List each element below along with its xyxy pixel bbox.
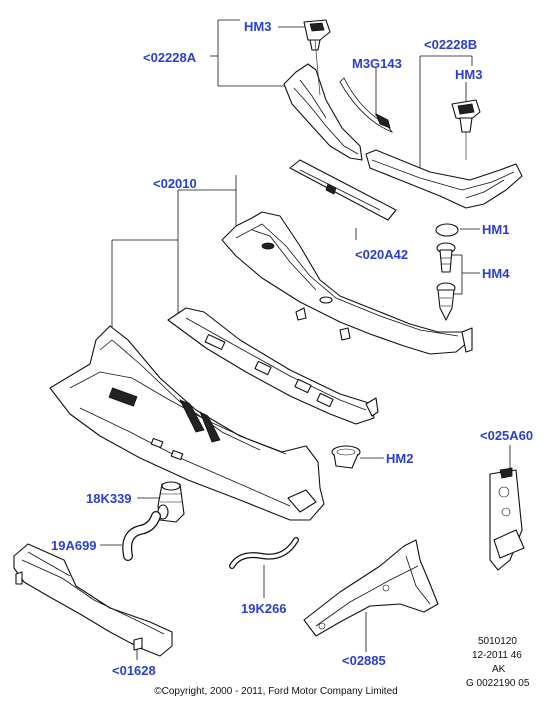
label-025a60[interactable]: <025A60	[480, 428, 534, 443]
reference-code-2: 12-2011 46	[472, 650, 522, 661]
lower-panel-02885	[303, 539, 439, 637]
seal-m3g143	[339, 77, 394, 133]
label-020a42[interactable]: <020A42	[355, 247, 409, 262]
hose-19a699	[122, 511, 161, 561]
plug-hm2	[331, 445, 361, 469]
label-18k339[interactable]: 18K339	[86, 491, 132, 506]
label-02228a[interactable]: <02228A	[143, 50, 197, 65]
label-02228b[interactable]: <02228B	[424, 37, 478, 52]
seal-strip-020a42	[289, 159, 397, 221]
label-19k266[interactable]: 19K266	[241, 601, 287, 616]
label-hm1[interactable]: HM1	[482, 222, 510, 237]
label-hm2[interactable]: HM2	[386, 451, 414, 466]
reference-code-3: AK	[492, 664, 506, 675]
hose-19k266	[229, 537, 299, 569]
label-19a699[interactable]: 19A699	[51, 538, 97, 553]
bracket-025a60	[489, 467, 525, 571]
cowl-panel-right	[365, 149, 523, 209]
label-m3g143[interactable]: M3G143	[352, 56, 402, 71]
label-hm3-top[interactable]: HM3	[244, 19, 272, 34]
label-02010[interactable]: <02010	[153, 176, 197, 191]
label-hm4[interactable]: HM4	[482, 266, 510, 281]
clip-hm3-top	[303, 19, 331, 51]
lower-rail-01628	[13, 543, 173, 657]
clip-hm3-right	[451, 99, 481, 160]
reference-code-4: G 0022190 05	[466, 678, 530, 689]
reference-code-1: 5010120	[478, 636, 517, 647]
hose-fitting-18k339	[157, 481, 185, 523]
leader-lines	[100, 19, 511, 660]
fastener-hm4	[436, 242, 456, 321]
label-hm3-right[interactable]: HM3	[455, 67, 483, 82]
main-cowl-panel	[49, 325, 325, 521]
cowl-panel-left	[283, 39, 363, 161]
label-02885[interactable]: <02885	[342, 653, 386, 668]
copyright-notice: ©Copyright, 2000 - 2011, Ford Motor Comp…	[154, 686, 398, 697]
cowl-frame-02010	[167, 307, 379, 425]
cap-hm1	[435, 223, 459, 237]
upper-cowl-reinforcement	[221, 211, 473, 355]
label-01628[interactable]: <01628	[112, 663, 156, 678]
